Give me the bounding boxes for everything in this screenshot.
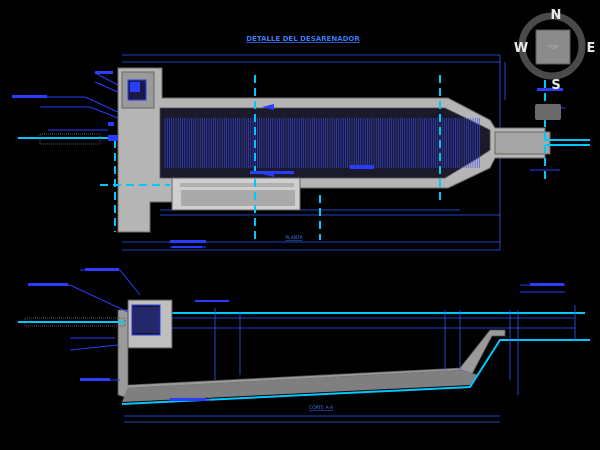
viewcube-widget[interactable]: TOP N S W E [514,8,596,120]
compass-east[interactable]: E [587,41,596,56]
compass-south[interactable]: S [551,78,560,93]
plan-view: PLANTA [12,54,590,251]
drawing-title: DETALLE DEL DESARENADOR [246,35,360,43]
compass-north[interactable]: N [551,8,562,23]
compass-west[interactable]: W [514,41,528,56]
section-label: CORTE A-A [309,405,334,411]
compass-ring[interactable] [518,12,586,80]
section-cut-markers [100,75,546,240]
outlet-pipe [494,131,551,155]
viewcube-face-label: TOP [547,45,558,51]
viewcube-top-face[interactable] [535,29,571,65]
channel-grating [164,118,480,168]
viewcube-home-button[interactable] [535,104,561,120]
plan-label: PLANTA [285,235,303,241]
section-view: CORTE A-A [18,268,590,423]
